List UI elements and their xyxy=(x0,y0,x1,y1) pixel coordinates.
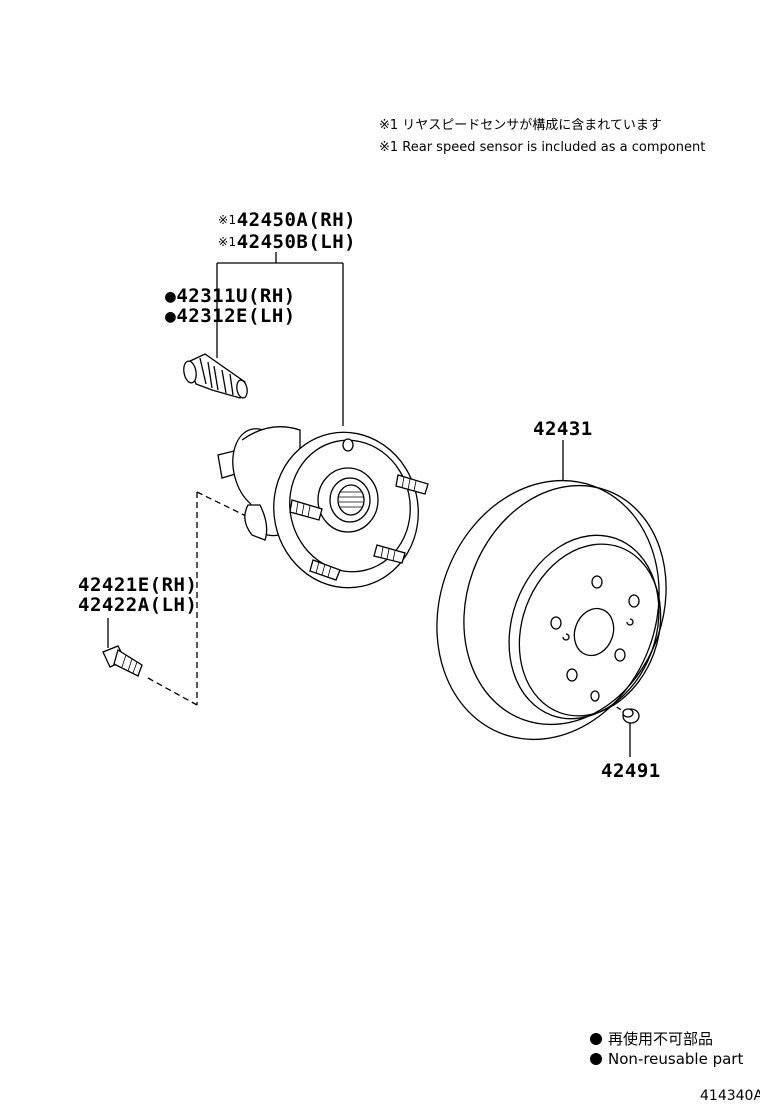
non-reusable-mark: ● xyxy=(165,306,177,327)
legend-jp: 再使用不可部品 xyxy=(590,1032,713,1047)
legend-jp-text: 再使用不可部品 xyxy=(608,1030,714,1048)
label-stud-rh[interactable]: ●42311U(RH) xyxy=(165,287,296,306)
part-number: 42311U(RH) xyxy=(176,285,296,307)
part-number: 42312E(LH) xyxy=(176,305,296,327)
component-mark: ※1 xyxy=(218,235,237,249)
leader-hub xyxy=(216,252,344,426)
label-stud-lh[interactable]: ●42312E(LH) xyxy=(165,307,296,326)
component-mark: ※1 xyxy=(218,213,237,227)
label-disc[interactable]: 42431 xyxy=(533,418,593,440)
bullet-icon xyxy=(590,1033,602,1045)
label-bolt-lh[interactable]: 42422A(LH) xyxy=(78,594,198,616)
label-hub-lh[interactable]: ※142450B(LH) xyxy=(218,233,356,252)
note-en: ※1 Rear speed sensor is included as a co… xyxy=(379,140,706,155)
legend-en: Non-reusable part xyxy=(590,1052,743,1067)
part-number: 42450A(RH) xyxy=(236,209,357,231)
legend-en-text: Non-reusable part xyxy=(608,1050,744,1068)
brake-disc xyxy=(436,479,667,741)
label-plug[interactable]: 42491 xyxy=(601,760,661,782)
note-jp: ※1 リヤスピードセンサが構成に含まれています xyxy=(379,118,662,133)
hub-mounting-bolt xyxy=(102,645,143,677)
label-bolt-rh[interactable]: 42421E(RH) xyxy=(78,574,198,596)
leader-bolt xyxy=(107,491,247,706)
label-hub-rh[interactable]: ※142450A(RH) xyxy=(218,211,356,230)
non-reusable-mark: ● xyxy=(165,286,177,307)
hub-bolt-stud xyxy=(183,353,248,399)
figure-id: 414340A xyxy=(700,1088,760,1104)
part-number: 42450B(LH) xyxy=(236,231,357,253)
hub-assembly xyxy=(217,426,429,589)
plug xyxy=(622,708,640,724)
bullet-icon xyxy=(590,1053,602,1065)
